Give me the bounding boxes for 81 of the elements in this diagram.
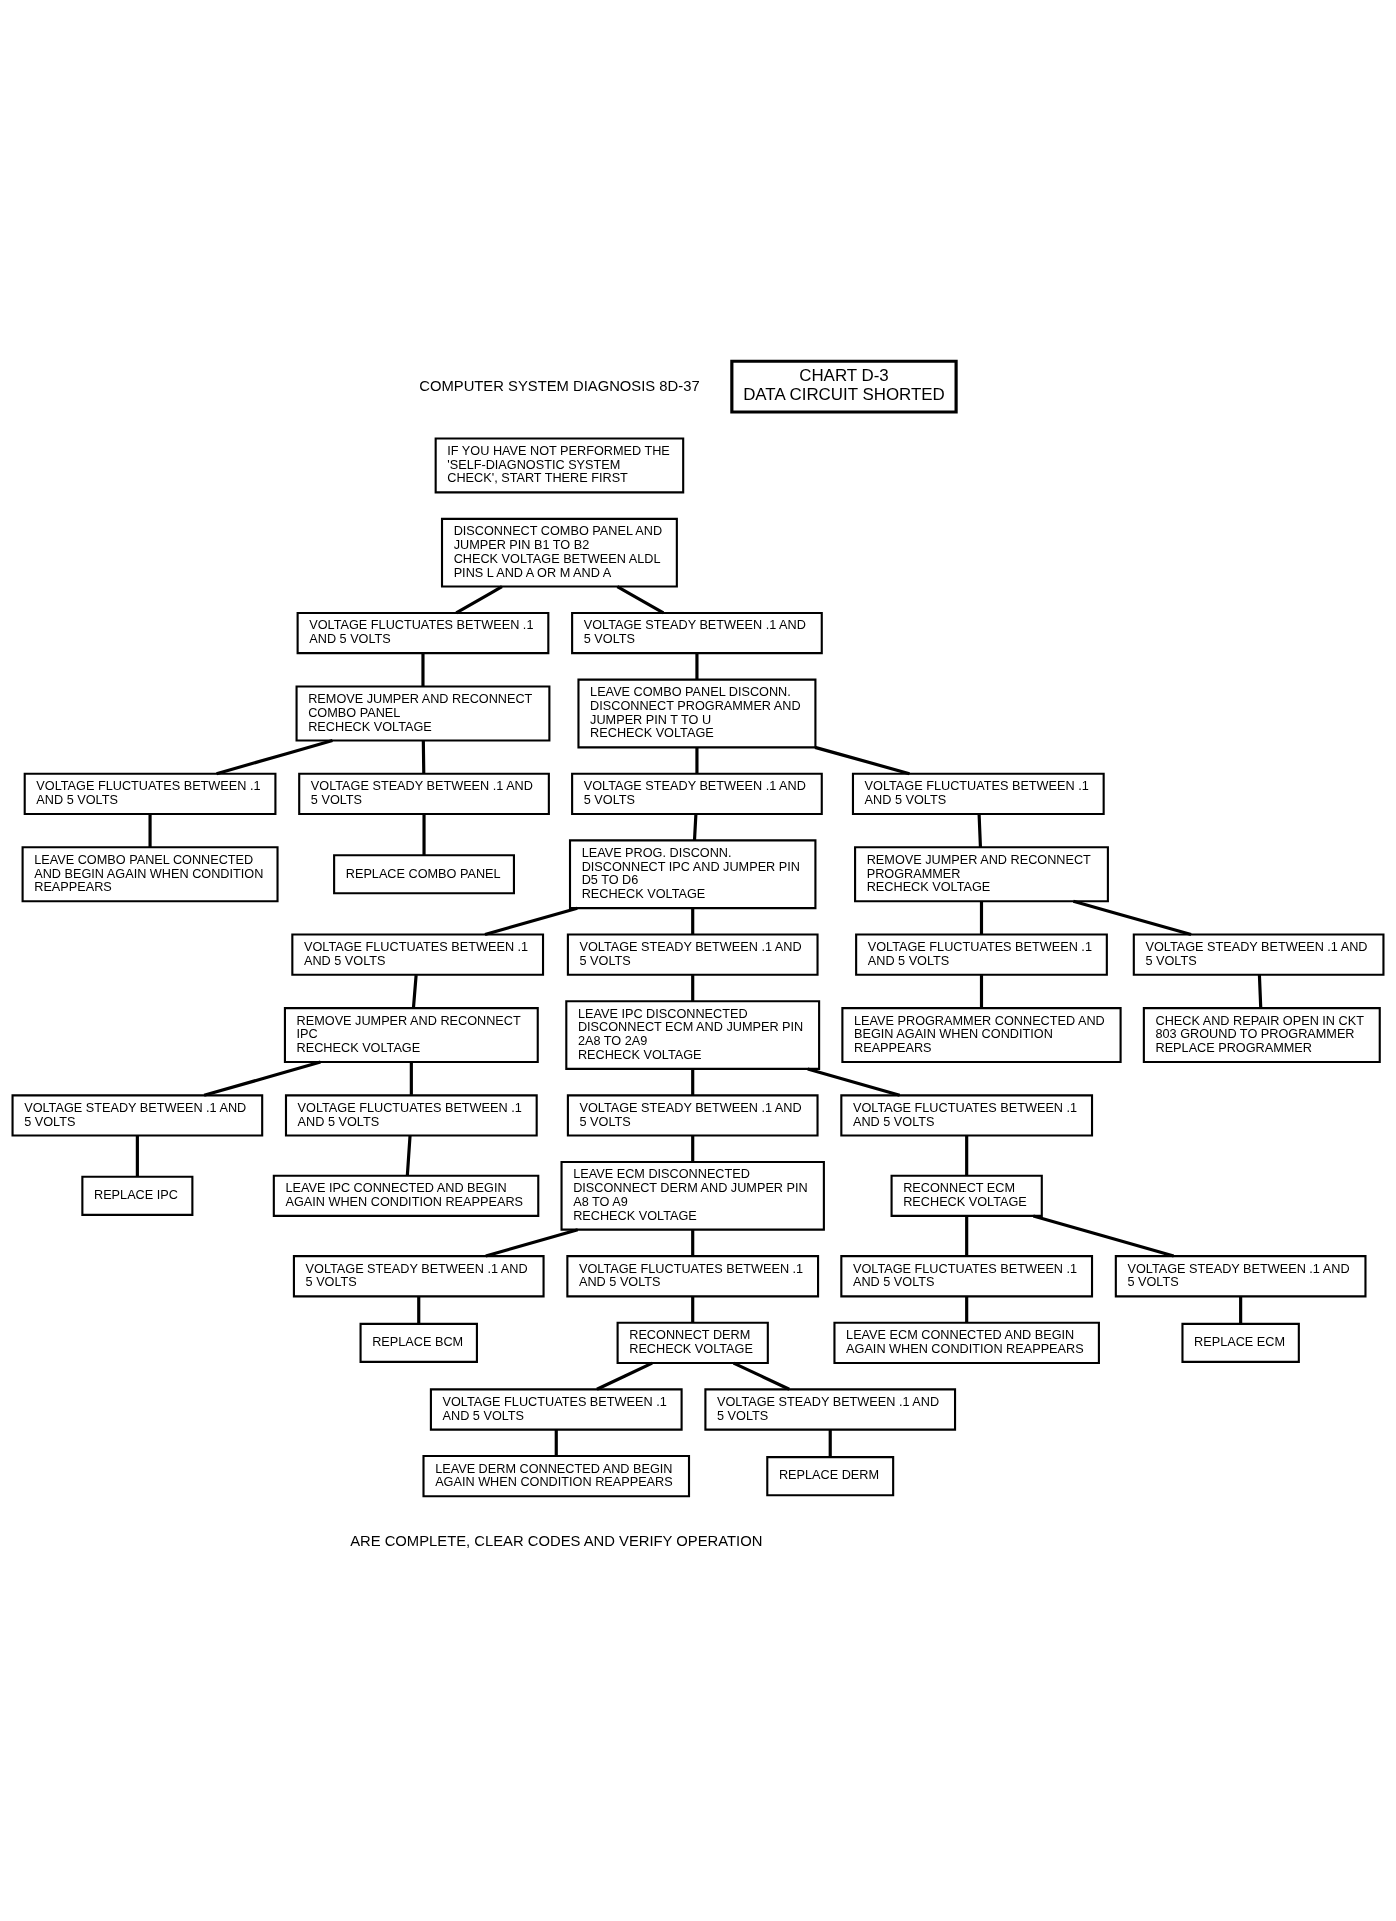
connector: [979, 974, 984, 1008]
connector: [814, 745, 910, 775]
node-box: VOLTAGE STEADY BETWEEN .1 AND 5 VOLTS: [298, 772, 550, 815]
node-box: LEAVE COMBO PANEL DISCONN. DISCONNECT PROGRAMMER AND JUMPER PIN T TO U RECHECK VOLTAGE: [577, 678, 817, 748]
connector: [405, 1135, 412, 1176]
node-box: REPLACE DERM: [766, 1455, 895, 1496]
node-box: REPLACE BCM: [359, 1322, 478, 1363]
node-box: VOLTAGE FLUCTUATES BETWEEN .1 AND 5 VOLTS: [566, 1254, 820, 1297]
connector: [965, 1296, 969, 1322]
node-box: LEAVE IPC DISCONNECTED DISCONNECT ECM AND JUMPER PIN 2A8 TO 2A9 RECHECK VOLTAGE: [565, 999, 821, 1070]
connector: [554, 1429, 558, 1456]
connector: [691, 1135, 695, 1162]
connector: [616, 584, 665, 614]
node-box: IF YOU HAVE NOT PERFORMED THE 'SELF-DIAGNOSTIC SYSTEM CHECK', START THERE FIRST: [434, 436, 685, 493]
node-box: VOLTAGE STEADY BETWEEN .1 AND 5 VOLTS: [571, 772, 823, 815]
node-box: REMOVE JUMPER AND RECONNECT COMBO PANEL RECHECK VOLTAGE: [295, 684, 551, 741]
connector: [455, 584, 503, 614]
node-box: VOLTAGE FLUCTUATES BETWEEN .1 AND 5 VOLTS: [23, 772, 277, 815]
node-box: RECONNECT ECM RECHECK VOLTAGE: [890, 1174, 1043, 1217]
node-box: VOLTAGE STEADY BETWEEN .1 AND 5 VOLTS: [566, 933, 819, 976]
connector: [695, 653, 699, 680]
connector: [828, 1429, 832, 1457]
connector: [691, 1068, 695, 1095]
node-box: VOLTAGE STEADY BETWEEN .1 AND 5 VOLTS: [11, 1093, 264, 1137]
node-box: VOLTAGE STEADY BETWEEN .1 AND 5 VOLTS: [704, 1387, 957, 1431]
connector: [692, 813, 698, 840]
connector: [409, 1061, 413, 1095]
node-box: VOLTAGE STEADY BETWEEN .1 AND 5 VOLTS: [571, 611, 823, 654]
connector: [1257, 974, 1263, 1008]
node-box: LEAVE PROGRAMMER CONNECTED AND BEGIN AGAIN WHEN CONDITION REAPPEARS: [841, 1006, 1122, 1063]
connector: [965, 1135, 969, 1176]
node-box: LEAVE COMBO PANEL CONNECTED AND BEGIN AGAIN WHEN CONDITION REAPPEARS: [21, 845, 279, 902]
node-box: VOLTAGE STEADY BETWEEN .1 AND 5 VOLTS: [1114, 1254, 1367, 1297]
node-box: RECONNECT DERM RECHECK VOLTAGE: [616, 1321, 769, 1364]
connector: [965, 1215, 969, 1256]
node-box: VOLTAGE FLUCTUATES BETWEEN .1 AND 5 VOLTS: [291, 933, 545, 976]
node-box: VOLTAGE FLUCTUATES BETWEEN .1 AND 5 VOLTS: [429, 1387, 683, 1431]
node-box: VOLTAGE FLUCTUATES BETWEEN .1 AND 5 VOLTS: [284, 1093, 538, 1137]
label: ARE COMPLETE, CLEAR CODES AND VERIFY OPERATION: [350, 1532, 763, 1549]
label: COMPUTER SYSTEM DIAGNOSIS 8D-37: [419, 377, 700, 394]
connector: [422, 813, 426, 855]
node-box: LEAVE PROG. DISCONN. DISCONNECT IPC AND JUMPER PIN D5 TO D6 RECHECK VOLTAGE: [568, 838, 817, 909]
connector: [421, 653, 425, 686]
connector: [691, 908, 695, 934]
connector: [691, 974, 695, 1001]
connector: [1239, 1296, 1243, 1324]
node-box: VOLTAGE FLUCTUATES BETWEEN .1 AND 5 VOLTS: [296, 611, 550, 654]
connector: [691, 1296, 695, 1322]
node-box: LEAVE ECM CONNECTED AND BEGIN AGAIN WHEN CONDITION REAPPEARS: [833, 1321, 1100, 1364]
connector: [411, 974, 418, 1008]
node-box: LEAVE ECM DISCONNECTED DISCONNECT DERM AND JUMPER PIN A8 TO A9 RECHECK VOLTAGE: [560, 1160, 825, 1231]
node-box: REPLACE ECM: [1181, 1322, 1300, 1363]
node-box: REMOVE JUMPER AND RECONNECT IPC RECHECK VOLTAGE: [283, 1006, 539, 1063]
node-box: VOLTAGE FLUCTUATES BETWEEN .1 AND 5 VOLTS: [855, 933, 1108, 976]
node-box: VOLTAGE STEADY BETWEEN .1 AND 5 VOLTS: [1132, 933, 1385, 976]
node-box: DISCONNECT COMBO PANEL AND JUMPER PIN B1 TO B2 CHECK VOLTAGE BETWEEN ALDL PINS L AND A OR M AND A: [440, 517, 678, 588]
node-box: VOLTAGE FLUCTUATES BETWEEN .1 AND 5 VOLTS: [840, 1254, 1094, 1297]
node-box: VOLTAGE STEADY BETWEEN .1 AND 5 VOLTS: [292, 1254, 545, 1297]
node-box: REMOVE JUMPER AND RECONNECT PROGRAMMER RECHECK VOLTAGE: [854, 845, 1109, 902]
connector: [421, 740, 426, 773]
connector: [485, 1227, 579, 1258]
connector: [977, 813, 983, 847]
node-box: LEAVE DERM CONNECTED AND BEGIN AGAIN WHEN CONDITION REAPPEARS: [422, 1454, 691, 1497]
node-box: REPLACE COMBO PANEL: [333, 853, 515, 894]
node-box: VOLTAGE STEADY BETWEEN .1 AND 5 VOLTS: [566, 1093, 819, 1137]
connector: [979, 900, 984, 934]
connector: [148, 813, 152, 847]
connector: [695, 747, 699, 774]
connector: [484, 906, 578, 936]
connector: [135, 1135, 139, 1177]
node-box: LEAVE IPC CONNECTED AND BEGIN AGAIN WHEN CONDITION REAPPEARS: [272, 1174, 540, 1217]
connector: [596, 1361, 653, 1391]
connector: [1032, 1213, 1175, 1258]
connector: [732, 1361, 790, 1391]
node-box: VOLTAGE FLUCTUATES BETWEEN .1 AND 5 VOLTS: [851, 772, 1105, 815]
node-box: CHART D-3 DATA CIRCUIT SHORTED: [730, 359, 958, 414]
connector: [417, 1296, 421, 1324]
connector: [691, 1229, 695, 1256]
node-box: REPLACE IPC: [81, 1175, 194, 1216]
node-box: VOLTAGE FLUCTUATES BETWEEN .1 AND 5 VOLTS: [840, 1093, 1094, 1137]
node-box: CHECK AND REPAIR OPEN IN CKT 803 GROUND TO PROGRAMMER REPLACE PROGRAMMER: [1142, 1006, 1381, 1063]
